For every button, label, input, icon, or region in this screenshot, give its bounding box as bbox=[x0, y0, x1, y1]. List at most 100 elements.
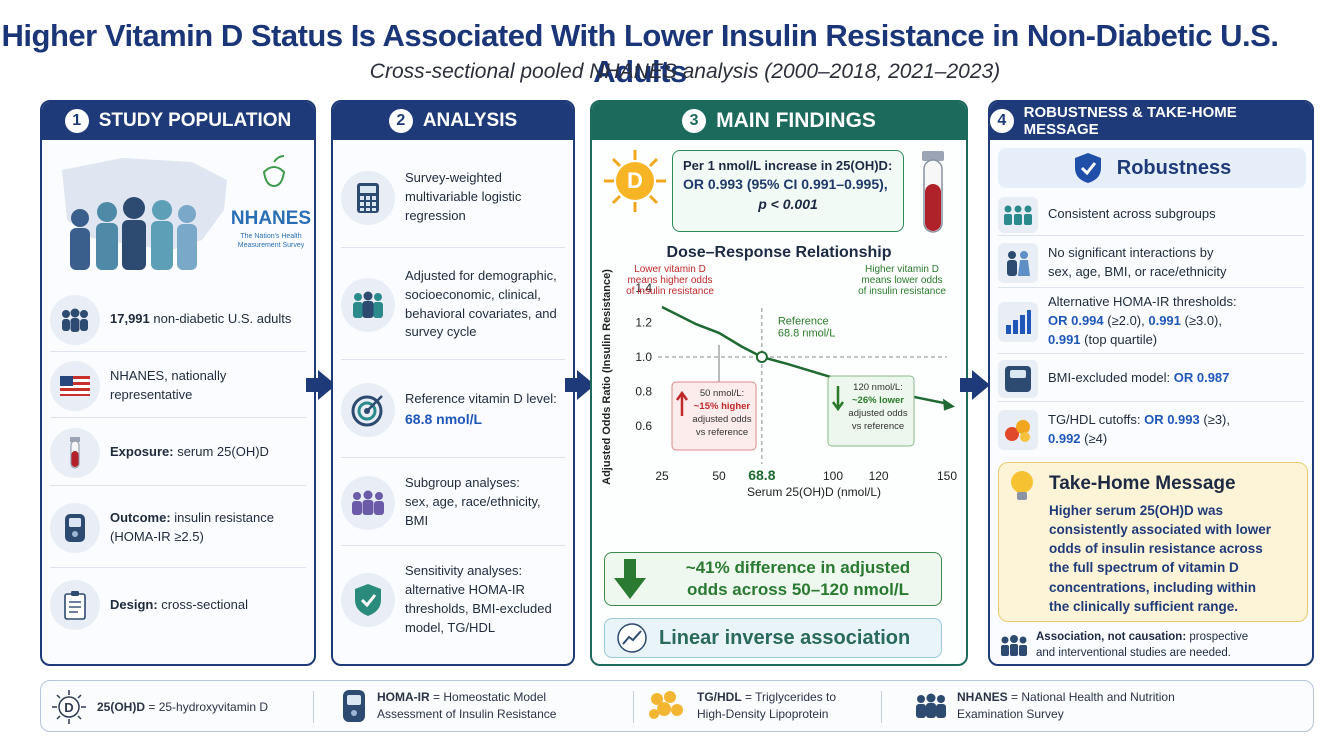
box50-text: ~15% higher bbox=[694, 401, 751, 412]
y-tick-label: 0.8 bbox=[635, 385, 652, 399]
couple-icon bbox=[998, 242, 1038, 283]
people-icon bbox=[916, 693, 946, 718]
people-icon bbox=[1001, 634, 1027, 656]
causation-caveat: Association, not causation: prospective … bbox=[1000, 630, 1308, 661]
down-arrow-icon bbox=[605, 558, 655, 600]
robustness-item: Alternative HOMA-IR thresholds: OR 0.994… bbox=[998, 290, 1304, 354]
box50-text: adjusted odds bbox=[692, 414, 751, 425]
reference-point bbox=[755, 351, 768, 363]
abbreviation-legend: D 25(OH)D = 25-hydroxyvitamin D HOMA-IR … bbox=[40, 680, 1314, 732]
robustness-item: Consistent across subgroups bbox=[998, 194, 1304, 236]
x-axis-label: Serum 25(OH)D (nmol/L) bbox=[747, 485, 881, 499]
x-tick-label: 25 bbox=[655, 469, 669, 483]
page-subtitle: Cross-sectional pooled NHANES analysis (… bbox=[369, 60, 1001, 83]
take-home-message: Higher serum 25(OH)D was consistently as… bbox=[1049, 503, 1272, 614]
step-number: 1 bbox=[64, 109, 89, 133]
scale-icon bbox=[998, 359, 1038, 398]
x-tick-label: 100 bbox=[823, 469, 843, 483]
low-vitd-note: Lower vitamin D bbox=[634, 264, 706, 275]
svg-text:D: D bbox=[64, 700, 73, 715]
target-icon bbox=[341, 382, 395, 437]
step-number: 3 bbox=[682, 109, 707, 133]
robustness-item: No significant interactions by sex, age,… bbox=[998, 238, 1304, 288]
difference-summary-box: ~41% difference in adjusted odds across … bbox=[604, 552, 942, 606]
reference-value: 68.8 nmol/L bbox=[405, 410, 483, 427]
lightbulb-icon bbox=[1009, 469, 1035, 508]
shield-check-icon bbox=[1074, 153, 1101, 183]
box120 bbox=[827, 375, 915, 447]
population-size-row: 17,991 non-diabetic U.S. adults bbox=[50, 288, 306, 352]
box50-text: vs reference bbox=[696, 427, 748, 438]
subgroup-icon bbox=[341, 475, 395, 530]
high-vitd-note: of insulin resistance bbox=[858, 286, 946, 297]
low-vitd-note: means higher odds bbox=[627, 275, 712, 286]
outcome-row: Outcome: insulin resistance(HOMA-IR ≥2.5… bbox=[50, 488, 306, 568]
box120-text: 120 nmol/L: bbox=[853, 382, 903, 393]
x-tick-label: 68.8 bbox=[748, 467, 775, 483]
lipid-droplets-icon bbox=[649, 691, 683, 719]
blood-tube-icon bbox=[50, 427, 100, 478]
legend-item: D 25(OH)D = 25-hydroxyvitamin D bbox=[51, 689, 268, 725]
panel-title: ANALYSIS bbox=[422, 110, 518, 131]
trend-line-icon bbox=[605, 623, 659, 653]
y-tick-label: 1.2 bbox=[635, 316, 652, 330]
shield-check-icon bbox=[341, 573, 395, 627]
blood-tube-icon bbox=[920, 150, 946, 239]
panel-header: 4 ROBUSTNESS & TAKE-HOME MESSAGE bbox=[990, 102, 1312, 140]
bar-chart-icon bbox=[998, 301, 1038, 342]
box120-text: adjusted odds bbox=[848, 408, 907, 419]
adjustment-row: Adjusted for demographic, socioeconomic,… bbox=[341, 250, 565, 360]
panel-study-population: 1 STUDY POPULATION NHANES The Nation's H… bbox=[40, 100, 316, 666]
x-tick-label: 150 bbox=[937, 469, 957, 483]
people-icon bbox=[50, 294, 100, 345]
box50-text: 50 nmol/L: bbox=[700, 388, 744, 399]
down-arrow-icon bbox=[831, 386, 845, 412]
box120-text: ~26% lower bbox=[852, 395, 904, 406]
glucometer-icon bbox=[50, 502, 100, 553]
glucometer-icon bbox=[343, 690, 365, 722]
step-number: 4 bbox=[990, 109, 1014, 133]
vitamin-d-sun-icon: D bbox=[602, 148, 668, 214]
analysis-method-row: Survey-weighted multivariable logistic r… bbox=[341, 148, 565, 248]
curve-arrowhead bbox=[943, 398, 955, 411]
box120-text: vs reference bbox=[852, 421, 904, 432]
panel-title: ROBUSTNESS & TAKE-HOME MESSAGE bbox=[1023, 104, 1237, 138]
y-tick-label: 1.0 bbox=[635, 350, 652, 364]
calculator-icon bbox=[341, 170, 395, 225]
y-tick-label: 0.6 bbox=[635, 419, 652, 433]
group-icon bbox=[341, 277, 395, 332]
up-arrow-icon bbox=[675, 390, 689, 416]
page-title: Higher Vitamin D Status Is Associated Wi… bbox=[1, 18, 1279, 89]
take-home-box: Take-Home Message Higher serum 25(OH)D w… bbox=[998, 462, 1308, 622]
flow-arrow bbox=[960, 370, 990, 400]
x-tick-label: 120 bbox=[869, 469, 889, 483]
nhanes-logo-text: NHANES bbox=[230, 208, 312, 229]
reference-label: 68.8 nmol/L bbox=[778, 328, 835, 340]
subgroup-row: Subgroup analyses: sex, age, race/ethnic… bbox=[341, 460, 565, 546]
hero-illustration: NHANES The Nation's Health Measurement S… bbox=[52, 150, 311, 280]
exposure-row: Exposure: serum 25(OH)D bbox=[50, 420, 306, 486]
high-vitd-note: means lower odds bbox=[861, 275, 942, 286]
panel-title: STUDY POPULATION bbox=[98, 110, 292, 131]
team-icon bbox=[998, 196, 1038, 233]
clipboard-icon bbox=[50, 580, 100, 630]
low-vitd-note: of insulin resistance bbox=[626, 286, 714, 297]
panel-header: 1 STUDY POPULATION bbox=[42, 102, 314, 140]
lipid-icon bbox=[998, 410, 1038, 450]
panel-header: 3 MAIN FINDINGS bbox=[592, 102, 966, 140]
robustness-item: BMI-excluded model: OR 0.987 bbox=[998, 356, 1304, 402]
panel-title: MAIN FINDINGS bbox=[716, 109, 876, 132]
y-tick-label: 1.4 bbox=[635, 281, 652, 295]
x-tick-label: 50 bbox=[712, 469, 726, 483]
sensitivity-row: Sensitivity analyses: alternative HOMA-I… bbox=[341, 548, 565, 652]
design-row: Design: cross-sectional bbox=[50, 570, 306, 640]
reference-label: Reference bbox=[778, 316, 829, 328]
panel-main-findings: 3 MAIN FINDINGS D Per 1 nmol/L increase … bbox=[590, 100, 968, 666]
y-axis-label: Adjusted Odds Ratio (Insulin Resistance) bbox=[601, 269, 613, 485]
nhanes-representative-row: NHANES, nationally representative bbox=[50, 354, 306, 418]
panel-robustness: 4 ROBUSTNESS & TAKE-HOME MESSAGE Robustn… bbox=[988, 100, 1314, 666]
